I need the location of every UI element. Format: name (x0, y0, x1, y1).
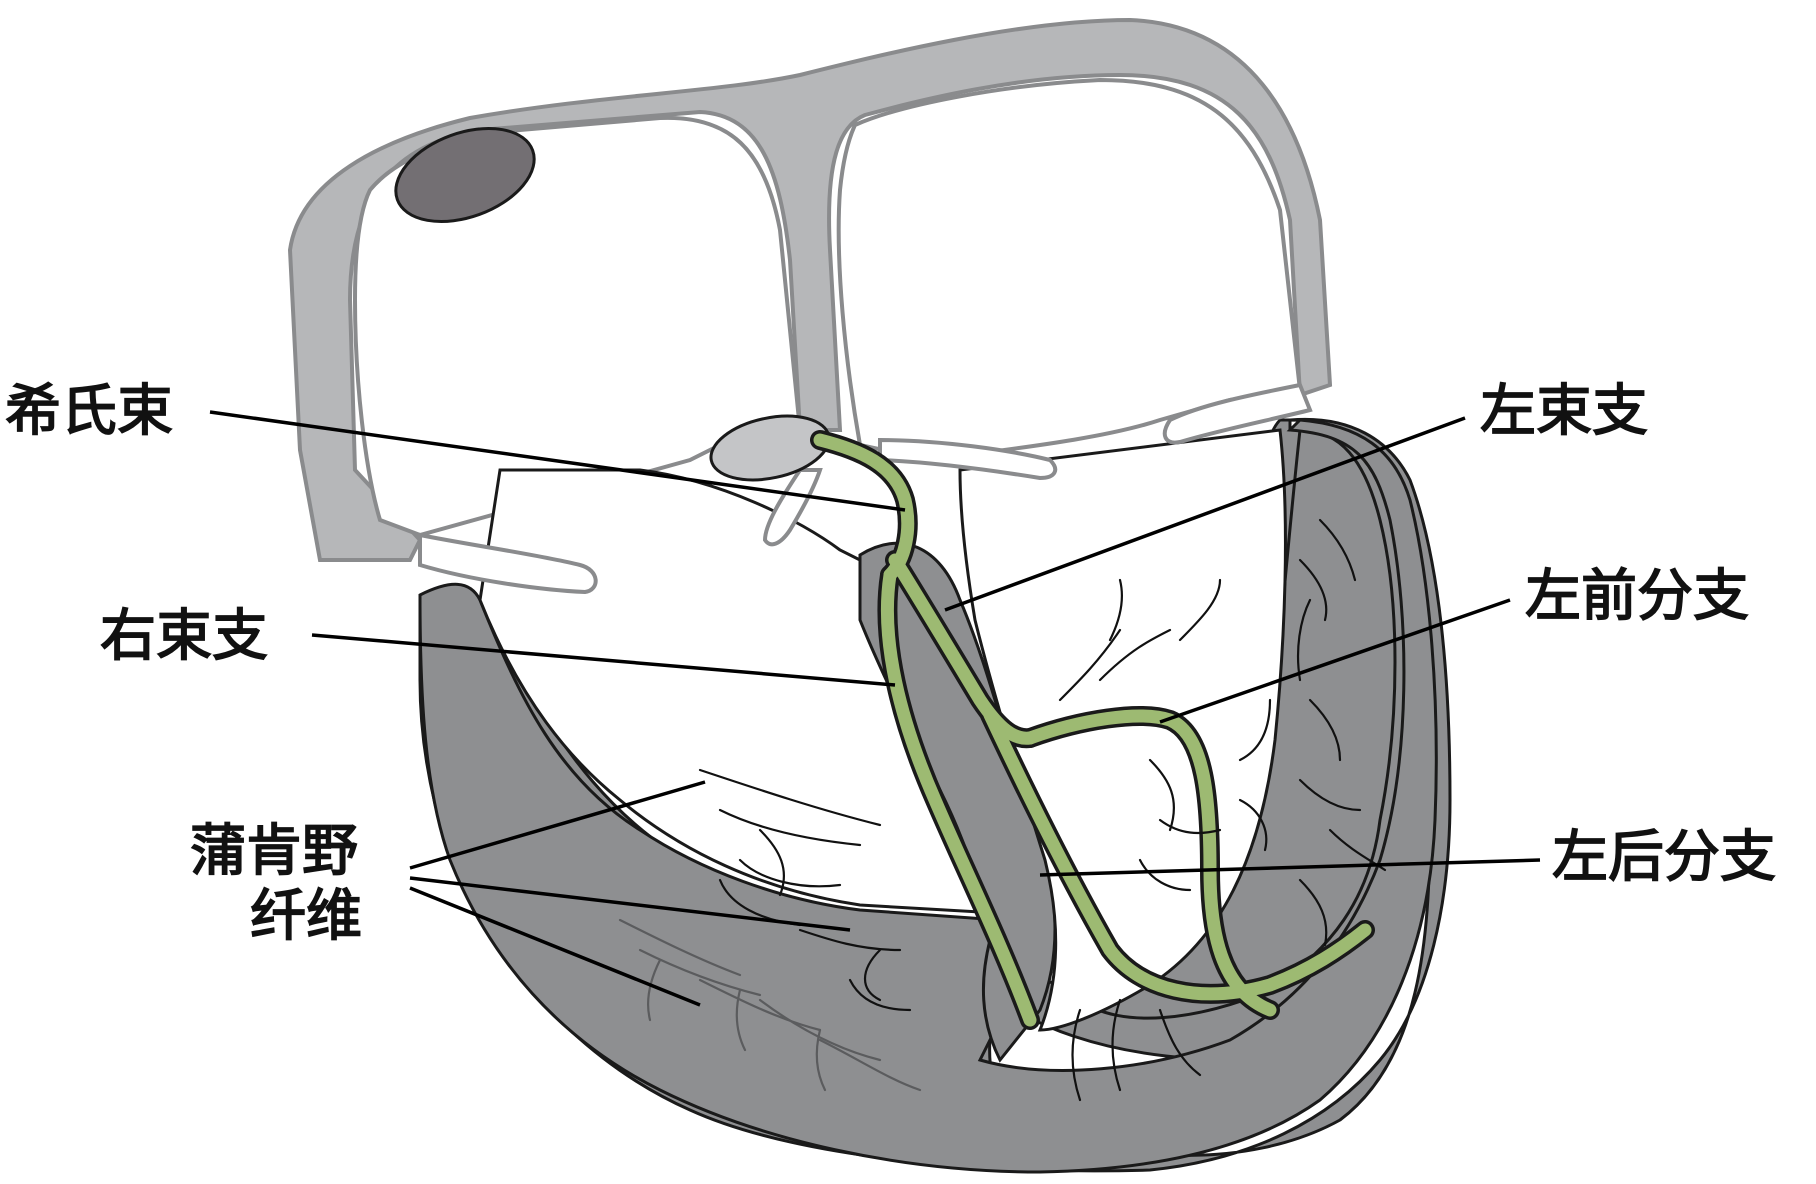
mitral-leaflet-anterior (878, 437, 1058, 481)
mitral-leaflet-posterior (1162, 382, 1313, 445)
label-purkinje-line1: 蒲肯野 (190, 818, 358, 884)
label-purkinje-line2: 纤维 (250, 883, 362, 949)
leader-purkinje-3 (409, 886, 701, 1007)
conduction-system (810, 430, 1375, 1030)
leader-purkinje-2 (409, 876, 851, 932)
left-posterior-fascicle (983, 708, 1372, 1001)
tricuspid-leaflet (418, 532, 598, 595)
his-bundle (813, 433, 915, 582)
leader-his-bundle (209, 410, 906, 512)
purkinje-fibers (698, 518, 1387, 1102)
right-bundle-branch (880, 568, 1037, 1027)
left-bundle-branch (888, 553, 1037, 745)
septal-leaflet (762, 468, 823, 547)
label-left-bundle-branch: 左束支 (1480, 378, 1648, 444)
left-atrium (836, 77, 1303, 463)
atrial-wall (287, 17, 1333, 562)
ventricle-outer (418, 418, 1438, 1174)
leader-left-anterior (1159, 598, 1511, 724)
purkinje-fibers-grey (618, 918, 922, 1092)
leader-right-bundle (311, 633, 896, 687)
left-anterior-fascicle (1023, 709, 1277, 1017)
label-left-anterior-fascicle: 左前分支 (1525, 563, 1749, 629)
label-his-bundle: 希氏束 (5, 378, 173, 444)
sa-node (394, 126, 536, 224)
leader-left-posterior (1039, 858, 1541, 877)
leader-lines (209, 410, 1541, 1007)
leader-left-bundle (944, 416, 1466, 612)
label-left-posterior-fascicle: 左后分支 (1552, 824, 1776, 890)
label-right-bundle-branch: 右束支 (100, 603, 268, 669)
leader-purkinje-1 (409, 780, 706, 870)
